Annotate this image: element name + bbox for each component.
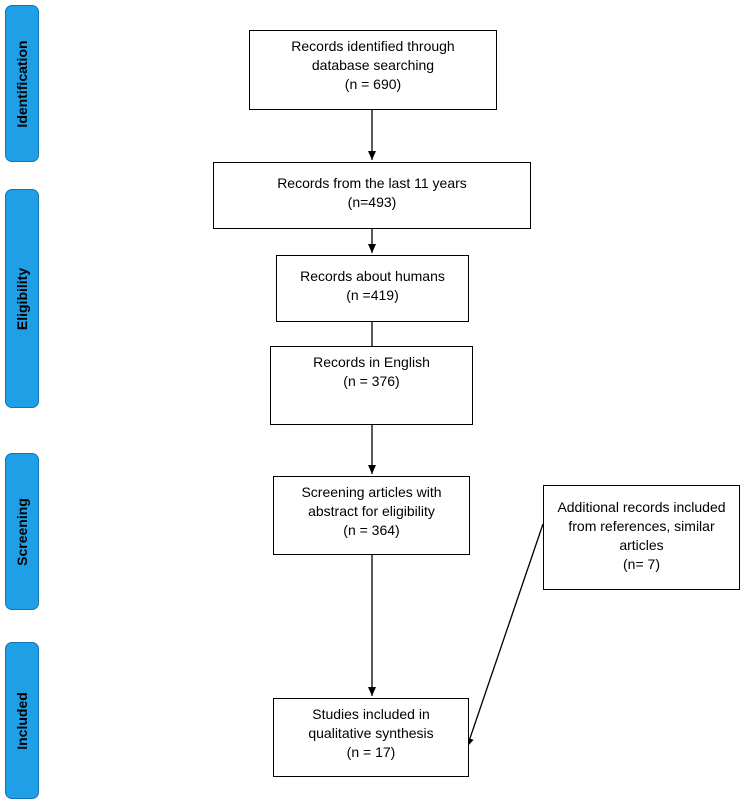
phase-identification: Identification: [5, 5, 39, 162]
box-studies-included-line2: qualitative synthesis: [308, 725, 434, 741]
box-records-identified: Records identified through database sear…: [249, 30, 497, 110]
phase-eligibility: Eligibility: [5, 189, 39, 408]
box-additional-records: Additional records included from referen…: [543, 485, 740, 590]
box-records-about-humans: Records about humans (n =419): [276, 255, 469, 322]
box-studies-included-line3: (n = 17): [346, 744, 396, 760]
box-additional-records-line1: Additional records included: [557, 499, 726, 515]
box-records-identified-line1: Records identified through: [291, 38, 455, 54]
phase-screening: Screening: [5, 453, 39, 610]
box-additional-records-line4: (n= 7): [623, 556, 660, 572]
box-records-in-english: Records in English (n = 376): [270, 346, 473, 425]
box-records-in-english-line1: Records in English: [313, 354, 430, 370]
box-screening-articles-line2: abstract for eligibility: [308, 503, 435, 519]
phase-included: Included: [5, 642, 39, 799]
box-records-last-11-years: Records from the last 11 years (n=493): [213, 162, 531, 229]
box-screening-articles-line1: Screening articles with: [301, 484, 442, 500]
box-records-last-11-years-line2: (n=493): [347, 194, 397, 210]
box-records-about-humans-line1: Records about humans: [300, 268, 445, 284]
box-records-in-english-line2: (n = 376): [343, 373, 400, 389]
box-studies-included: Studies included in qualitative synthesi…: [273, 698, 469, 777]
box-additional-records-line2: from references, similar: [568, 518, 715, 534]
box-studies-included-line1: Studies included in: [312, 706, 430, 722]
box-records-last-11-years-line1: Records from the last 11 years: [277, 175, 467, 191]
box-records-identified-line3: (n = 690): [344, 76, 402, 92]
box-additional-records-line3: articles: [619, 537, 664, 553]
box-screening-articles-line3: (n = 364): [343, 522, 400, 538]
arrow-additional-to-included: [466, 523, 544, 748]
box-screening-articles: Screening articles with abstract for eli…: [273, 476, 470, 555]
box-records-about-humans-line2: (n =419): [346, 287, 399, 303]
box-records-identified-line2: database searching: [311, 57, 435, 73]
